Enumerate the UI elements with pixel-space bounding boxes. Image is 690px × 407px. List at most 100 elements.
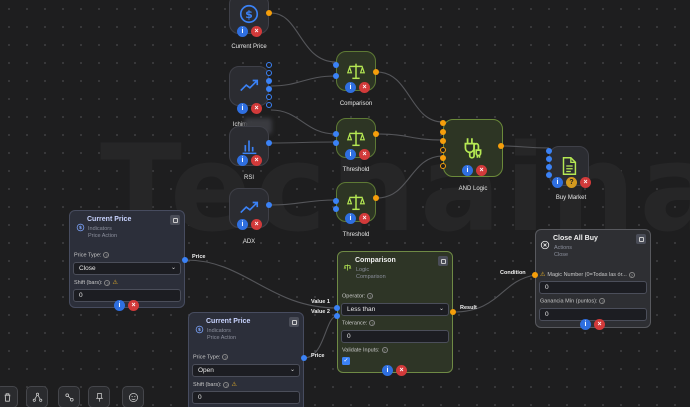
card-category: Indicators	[88, 226, 112, 232]
output-port[interactable]	[498, 143, 504, 149]
output-port[interactable]	[266, 70, 272, 76]
output-port[interactable]	[373, 69, 379, 75]
output-port[interactable]	[266, 140, 272, 146]
pin-icon[interactable]	[88, 386, 110, 407]
operator-select[interactable]: Less than⌄	[341, 303, 449, 316]
input-port[interactable]	[333, 131, 339, 137]
output-port[interactable]	[266, 10, 272, 16]
output-port[interactable]	[266, 94, 272, 100]
output-port[interactable]	[266, 78, 272, 84]
input-label: Value 1	[311, 299, 330, 305]
delete-icon[interactable]: ×	[476, 165, 487, 176]
trash-icon[interactable]	[0, 386, 18, 407]
help-icon: ?	[223, 381, 230, 388]
info-icon[interactable]: i	[237, 155, 248, 166]
shift-input[interactable]: 0	[192, 391, 300, 404]
input-port[interactable]	[334, 305, 340, 311]
output-port[interactable]	[373, 195, 379, 201]
chevron-down-icon: ⌄	[438, 306, 444, 312]
info-icon[interactable]: i	[237, 103, 248, 114]
card-subcategory: Price Action	[88, 233, 118, 239]
tolerance-input[interactable]: 0	[341, 330, 449, 343]
chevron-down-icon: ⌄	[289, 367, 295, 373]
copy-icon[interactable]	[438, 256, 448, 266]
output-port[interactable]	[266, 202, 272, 208]
input-port[interactable]	[440, 163, 446, 169]
delete-icon[interactable]: ×	[359, 82, 370, 93]
info-icon[interactable]: i	[114, 300, 125, 311]
delete-icon[interactable]: ×	[128, 300, 139, 311]
delete-icon[interactable]: ×	[359, 149, 370, 160]
input-port[interactable]	[546, 172, 552, 178]
min-profit-input[interactable]: 0	[539, 308, 647, 321]
delete-icon[interactable]: ×	[251, 26, 262, 37]
svg-text:$: $	[198, 327, 201, 333]
input-port[interactable]	[532, 272, 538, 278]
card-close-all-buy[interactable]: Close All Buy Actions Close ⚠Magic Numbe…	[535, 229, 651, 330]
output-port[interactable]	[266, 62, 272, 68]
node-and-logic[interactable]	[443, 119, 503, 177]
info-icon[interactable]: i	[462, 165, 473, 176]
card-title: Comparison	[355, 257, 396, 264]
delete-icon[interactable]: ×	[580, 177, 591, 188]
node-adx[interactable]	[229, 188, 269, 228]
validate-inputs-checkbox[interactable]: ✓	[342, 357, 350, 365]
help-icon: ?	[369, 320, 376, 326]
info-icon[interactable]: i	[237, 26, 248, 37]
input-port[interactable]	[334, 313, 340, 319]
output-port[interactable]	[373, 131, 379, 137]
input-port[interactable]	[333, 206, 339, 212]
copy-icon[interactable]	[289, 317, 299, 327]
help-icon[interactable]: ?	[566, 177, 577, 188]
delete-icon[interactable]: ×	[251, 155, 262, 166]
output-port[interactable]	[182, 257, 188, 263]
output-port[interactable]	[450, 309, 456, 315]
info-icon[interactable]: i	[580, 319, 591, 330]
delete-icon[interactable]: ×	[359, 213, 370, 224]
node-ichimoku[interactable]	[229, 66, 269, 106]
info-icon[interactable]: i	[345, 213, 356, 224]
info-icon[interactable]: i	[382, 365, 393, 376]
card-current-price-close[interactable]: $ Current Price Indicators Price Action …	[69, 210, 185, 311]
delete-icon[interactable]: ×	[251, 103, 262, 114]
input-port[interactable]	[333, 62, 339, 68]
magic-number-input[interactable]: 0	[539, 281, 647, 294]
input-port[interactable]	[440, 147, 446, 153]
delete-icon[interactable]: ×	[251, 219, 262, 230]
input-port[interactable]	[546, 164, 552, 170]
output-port[interactable]	[266, 86, 272, 92]
scale-icon	[346, 130, 366, 147]
copy-icon[interactable]	[636, 234, 646, 244]
link-icon[interactable]	[58, 386, 80, 407]
input-port[interactable]	[333, 140, 339, 146]
face-icon[interactable]	[122, 386, 144, 407]
input-port[interactable]	[546, 148, 552, 154]
info-icon[interactable]: i	[552, 177, 563, 188]
info-icon[interactable]: i	[345, 149, 356, 160]
input-port[interactable]	[440, 138, 446, 144]
scale-icon	[343, 264, 352, 271]
output-port[interactable]	[301, 355, 307, 361]
info-icon[interactable]: i	[345, 82, 356, 93]
info-icon[interactable]: i	[237, 219, 248, 230]
price-type-select[interactable]: Open⌄	[192, 364, 300, 377]
card-current-price-open[interactable]: $ Current Price Indicators Price Action …	[188, 312, 304, 407]
node-current-price-top[interactable]: $	[229, 0, 269, 34]
delete-icon[interactable]: ×	[594, 319, 605, 330]
field-label: Shift (bars):?⚠	[74, 279, 118, 286]
price-type-select[interactable]: Close⌄	[73, 262, 181, 275]
input-port[interactable]	[440, 120, 446, 126]
output-port[interactable]	[266, 102, 272, 108]
trending-up-icon	[240, 201, 259, 214]
input-port[interactable]	[333, 73, 339, 79]
network-icon[interactable]	[26, 386, 48, 407]
input-port[interactable]	[546, 156, 552, 162]
input-port[interactable]	[333, 198, 339, 204]
node-rsi[interactable]	[229, 126, 269, 166]
input-port[interactable]	[440, 155, 446, 161]
shift-input[interactable]: 0	[73, 289, 181, 302]
copy-icon[interactable]	[170, 215, 180, 225]
input-port[interactable]	[440, 129, 446, 135]
delete-icon[interactable]: ×	[396, 365, 407, 376]
card-comparison[interactable]: Comparison Logic Comparison Operator:? L…	[337, 251, 453, 376]
